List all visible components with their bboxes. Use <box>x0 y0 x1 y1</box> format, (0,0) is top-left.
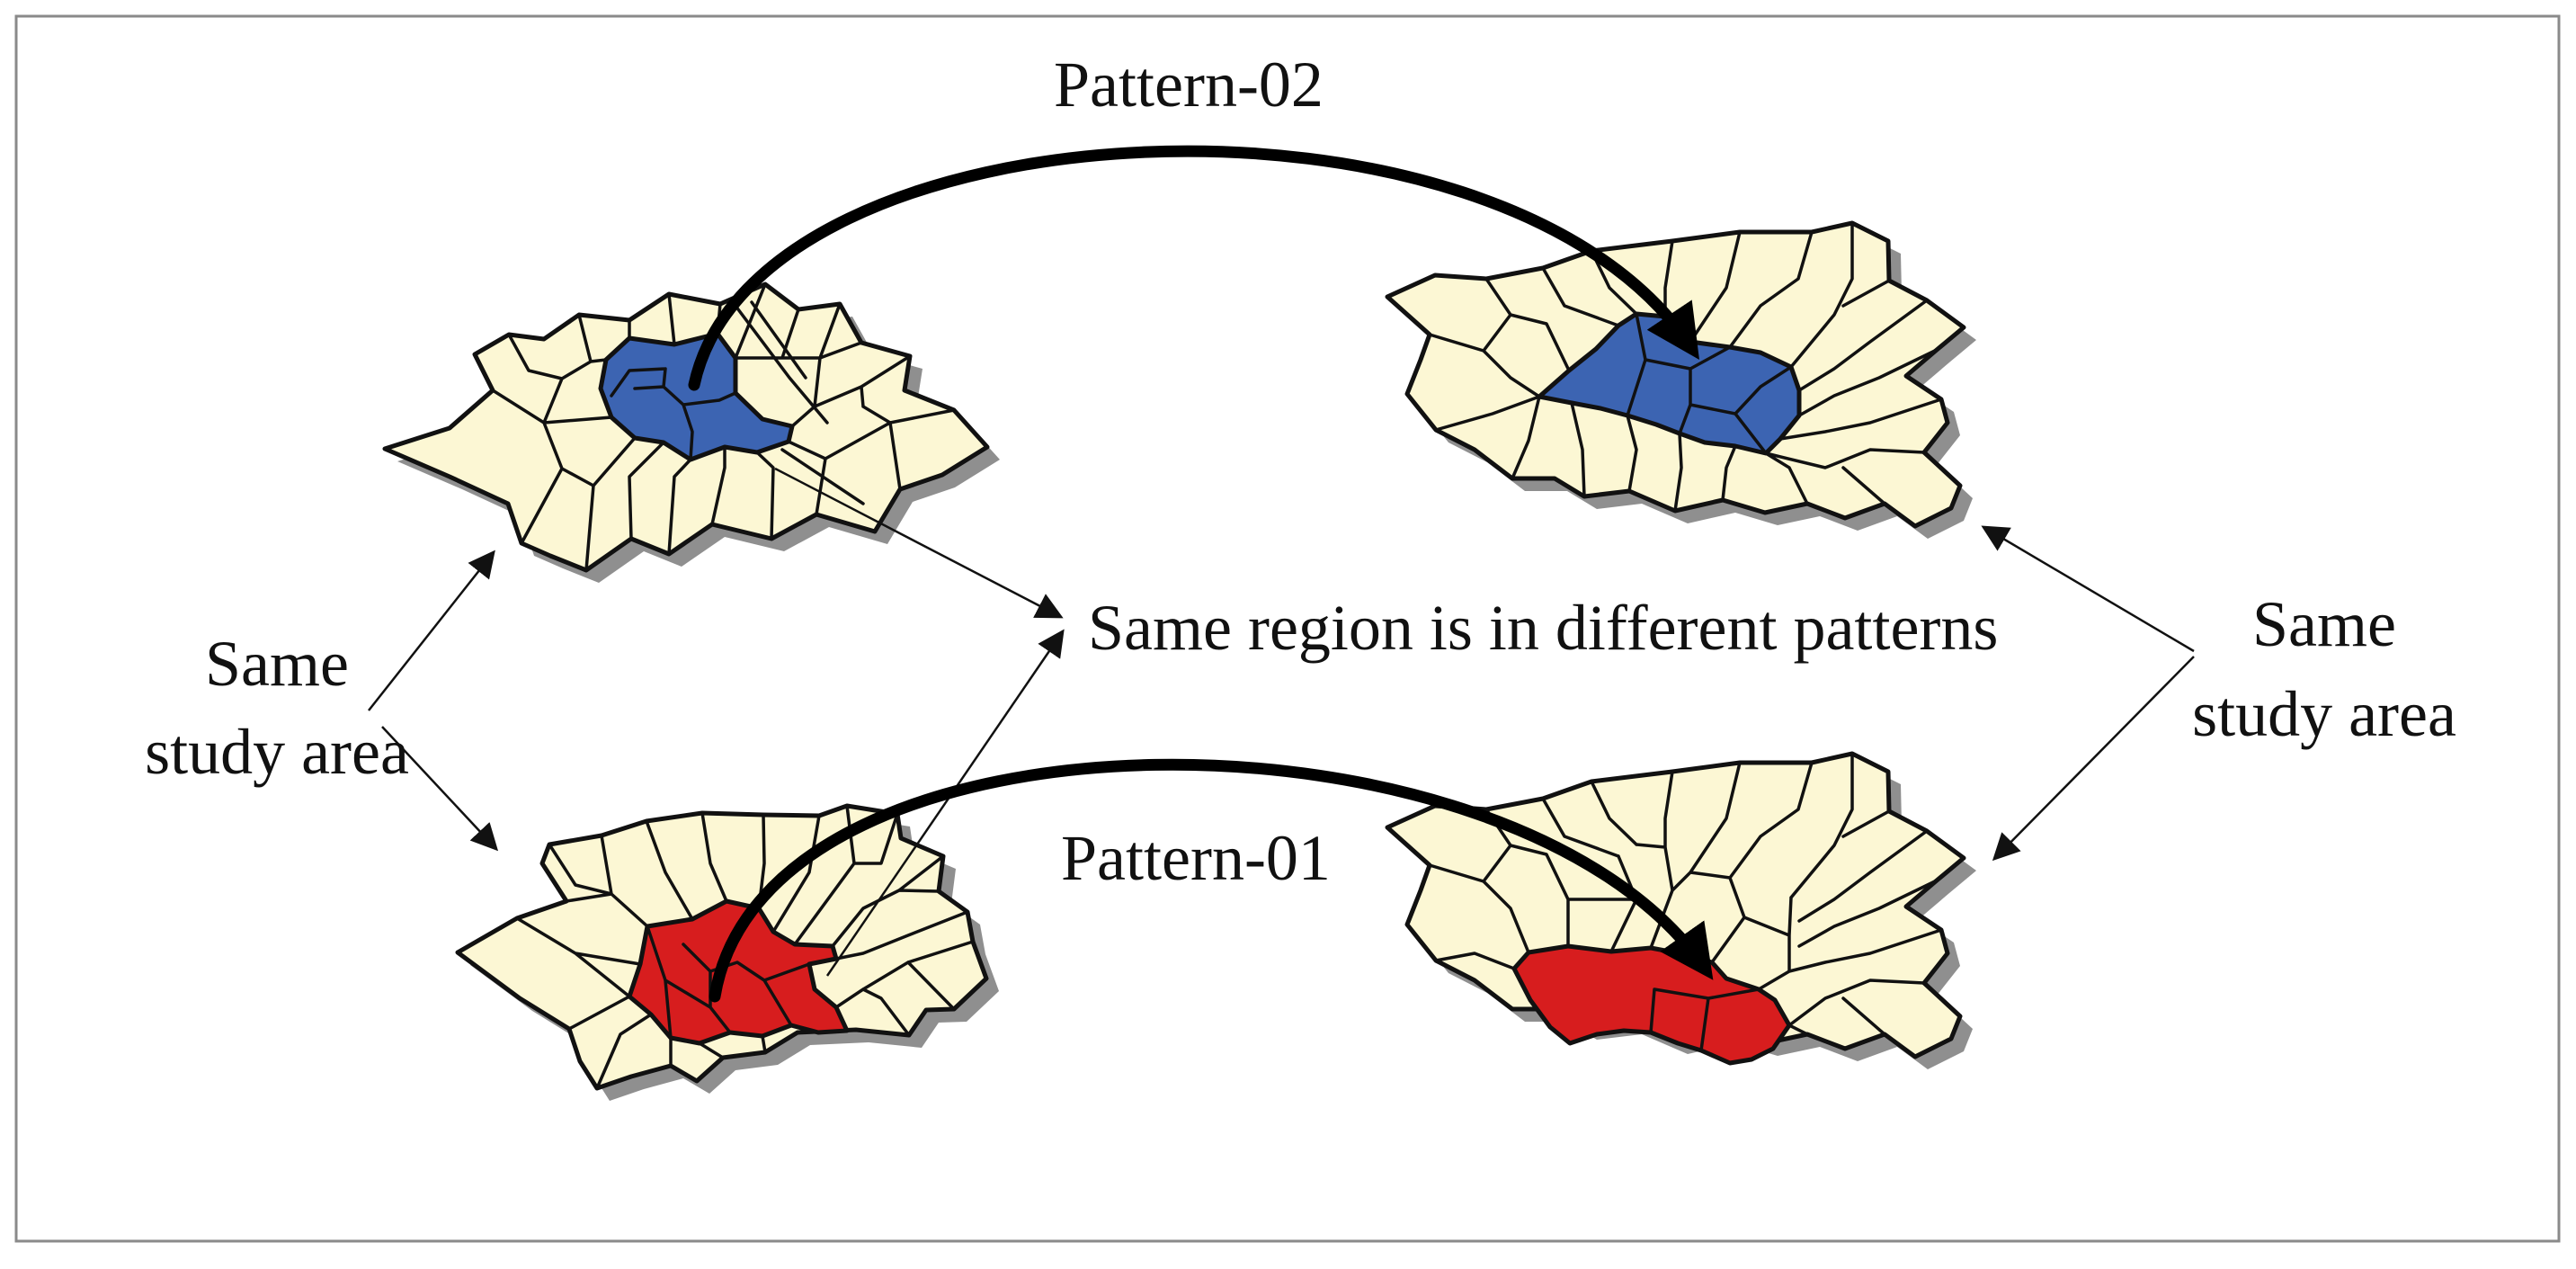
left-label-line1: Same <box>205 628 349 700</box>
pattern-01-curved-arrow <box>709 758 1714 1003</box>
map-top-right <box>1385 220 1976 539</box>
map-bottom-left <box>455 803 999 1101</box>
pattern-02-label: Pattern-02 <box>1054 49 1324 121</box>
center-label: Same region is in different patterns <box>1088 592 1998 664</box>
highlight-region-red <box>627 898 850 1046</box>
right-arrow-down <box>1992 656 2195 862</box>
internal-borders <box>515 804 975 1090</box>
connector-arrows <box>368 467 2195 977</box>
center-arrow-from-top-map <box>774 467 1064 619</box>
internal-borders <box>1428 221 1943 513</box>
left-arrow-down <box>381 726 499 852</box>
right-label-line1: Same <box>2252 588 2396 660</box>
left-arrow-up <box>368 550 495 711</box>
road-lines <box>734 300 865 505</box>
pattern-02-curved-arrow <box>688 145 1700 391</box>
pattern-01-label: Pattern-01 <box>1061 822 1331 894</box>
center-arrow-from-bottom-map <box>825 629 1065 977</box>
figure-frame <box>14 14 2561 1243</box>
map-top-left <box>382 282 1000 583</box>
left-label-line2: study area <box>145 716 409 788</box>
right-label-line2: study area <box>2192 678 2456 750</box>
right-arrow-up <box>1981 525 2195 653</box>
